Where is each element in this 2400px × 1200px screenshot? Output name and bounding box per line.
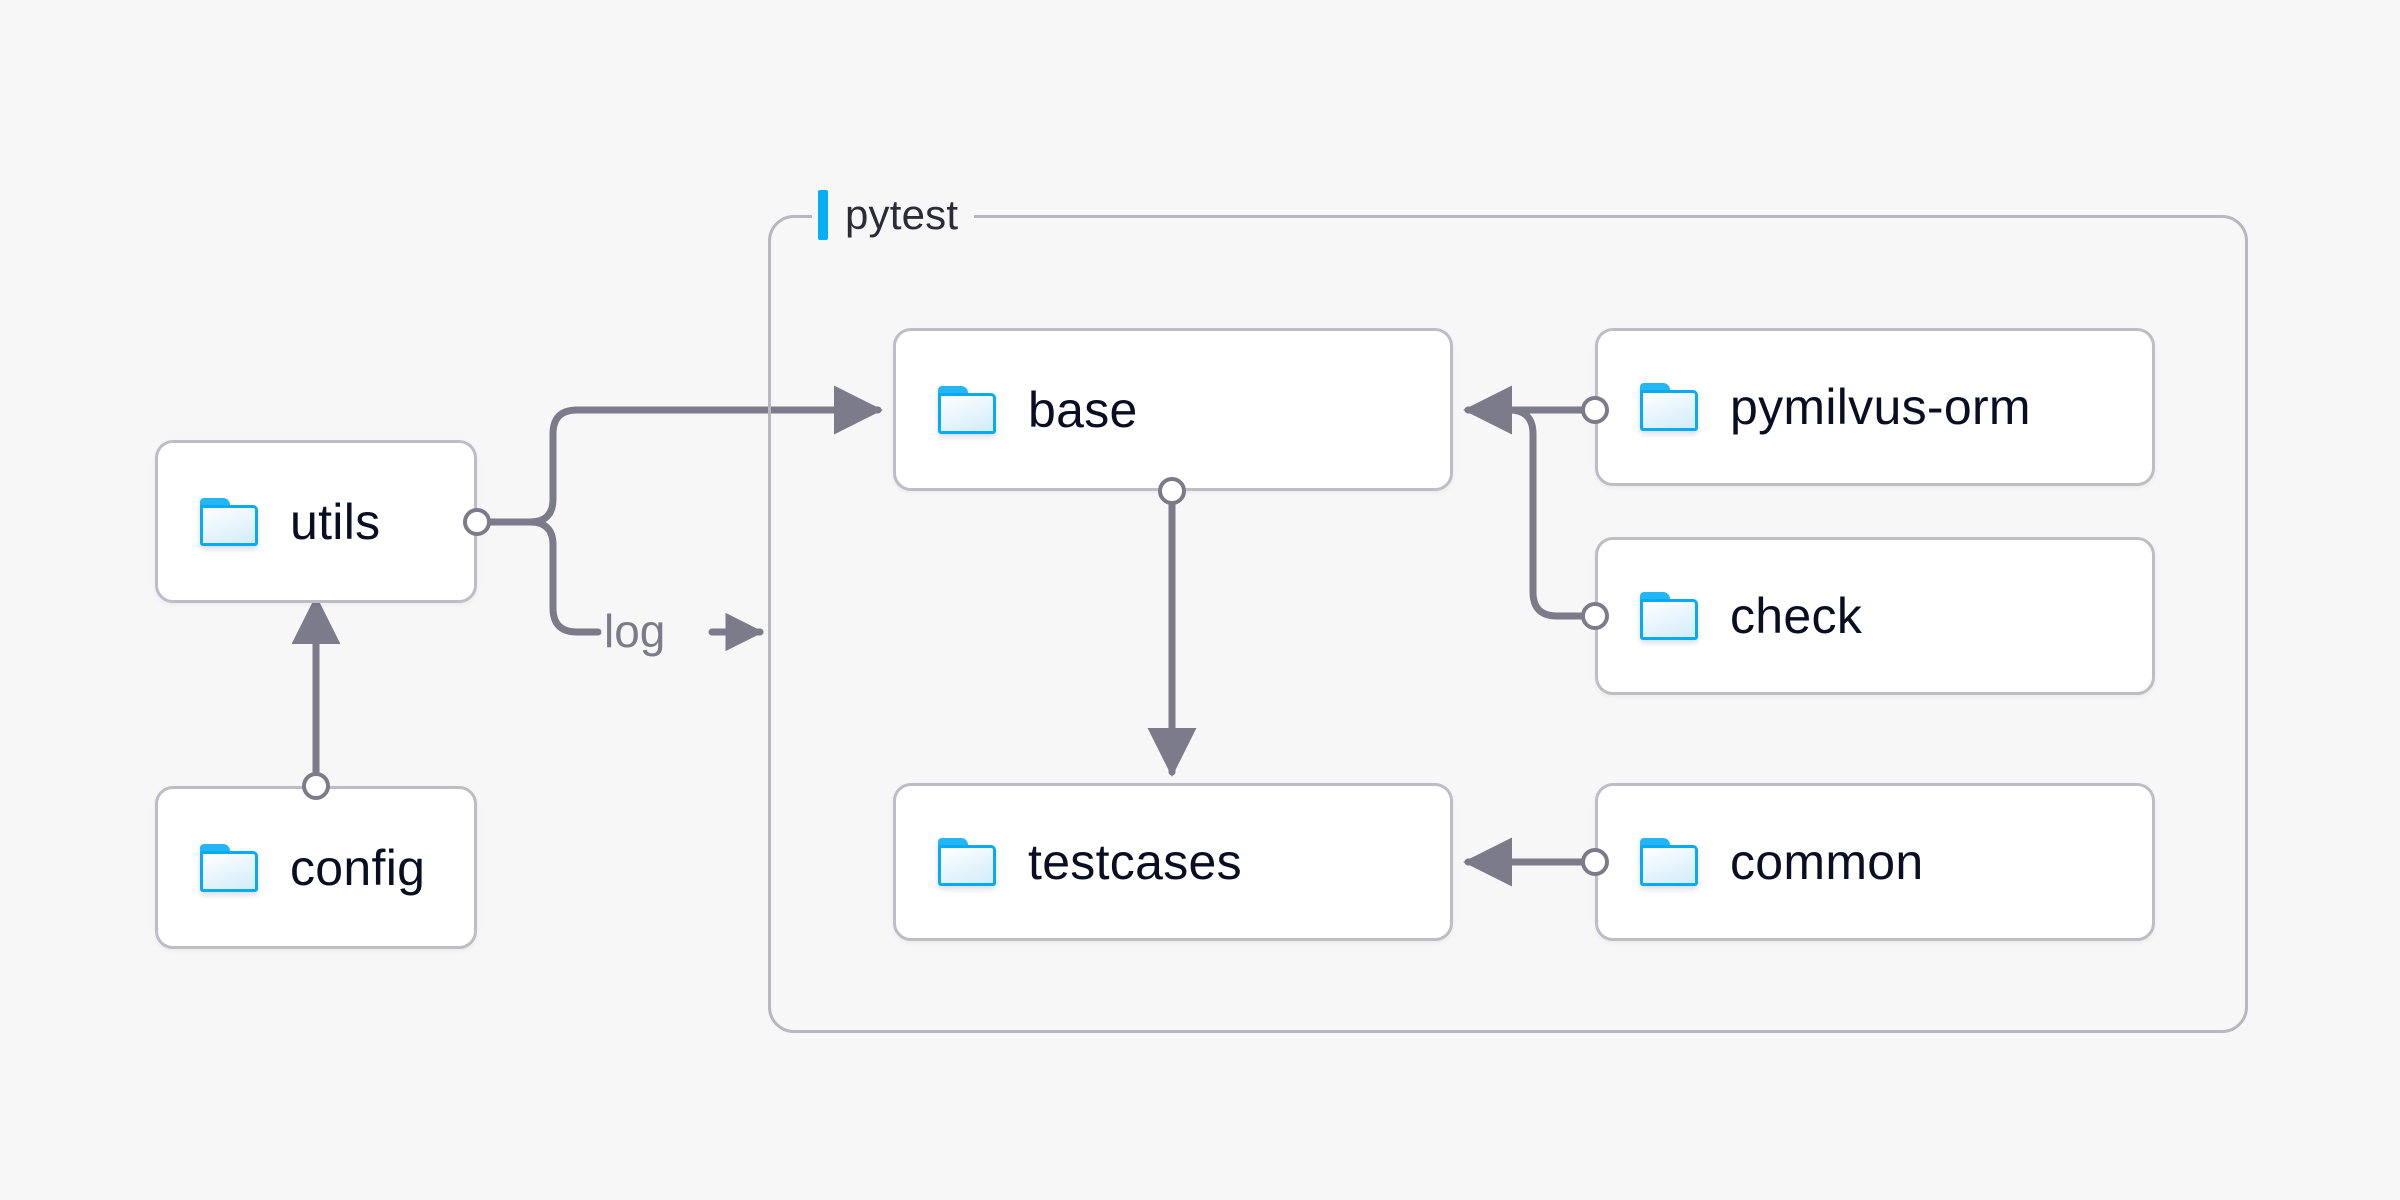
folder-icon bbox=[938, 385, 996, 434]
edge-utils-to-base bbox=[526, 385, 883, 526]
accent-bar-icon bbox=[818, 190, 828, 240]
node-base[interactable]: base bbox=[893, 328, 1453, 491]
edge-check-to-base bbox=[1492, 406, 1585, 620]
port-pymilvus-orm-left[interactable] bbox=[1581, 396, 1609, 424]
folder-icon bbox=[200, 843, 258, 892]
port-utils-right[interactable] bbox=[463, 508, 491, 536]
node-label-config: config bbox=[290, 839, 426, 896]
node-pymilvus-orm[interactable]: pymilvus-orm bbox=[1595, 328, 2155, 486]
port-base-bottom[interactable] bbox=[1158, 477, 1186, 505]
node-label-check: check bbox=[1730, 588, 1863, 644]
folder-icon bbox=[200, 497, 258, 546]
node-label-base: base bbox=[1028, 381, 1138, 438]
folder-icon bbox=[1640, 383, 1698, 431]
node-check[interactable]: check bbox=[1595, 537, 2155, 695]
pytest-group-label: pytest bbox=[812, 188, 975, 242]
node-config[interactable]: config bbox=[155, 786, 477, 949]
node-common[interactable]: common bbox=[1595, 783, 2155, 941]
edge-utils-to-log bbox=[526, 518, 602, 636]
port-check-left[interactable] bbox=[1581, 602, 1609, 630]
pytest-group-label-text: pytest bbox=[845, 191, 959, 238]
port-common-left[interactable] bbox=[1581, 848, 1609, 876]
folder-icon bbox=[938, 838, 996, 886]
node-label-utils: utils bbox=[290, 493, 381, 550]
node-testcases[interactable]: testcases bbox=[893, 783, 1453, 941]
node-label-pymilvus-orm: pymilvus-orm bbox=[1730, 379, 2031, 435]
folder-icon bbox=[1640, 838, 1698, 886]
folder-icon bbox=[1640, 592, 1698, 640]
node-label-testcases: testcases bbox=[1028, 834, 1242, 890]
node-label-common: common bbox=[1730, 834, 1924, 890]
port-config-top[interactable] bbox=[302, 772, 330, 800]
edge-label-log: log bbox=[604, 605, 666, 657]
node-utils[interactable]: utils bbox=[155, 440, 477, 603]
pytest-group-container bbox=[768, 215, 2248, 1033]
